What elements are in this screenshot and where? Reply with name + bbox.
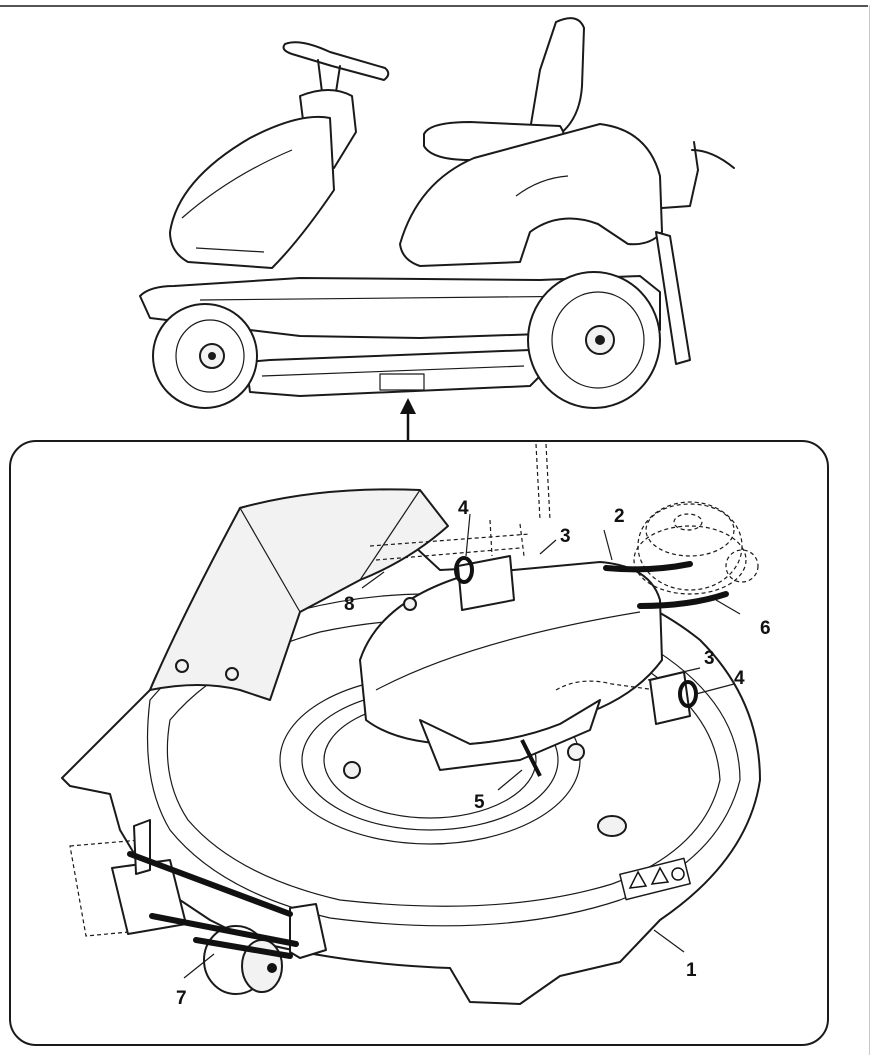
callout-8: 8	[344, 594, 355, 615]
callout-4-lower: 4	[734, 668, 745, 689]
locking-pin	[454, 556, 474, 584]
cutting-deck-detail	[61, 443, 761, 1005]
callout-4-upper: 4	[458, 498, 469, 519]
rear-control-lever	[661, 141, 735, 209]
steering-wheel	[282, 41, 390, 81]
deck-warning-labels	[619, 857, 691, 901]
clutch-pulley	[633, 501, 759, 595]
bolt	[343, 761, 361, 779]
callout-leaders	[183, 513, 741, 979]
seat-back	[529, 17, 585, 135]
front-roller-assembly	[69, 819, 327, 995]
mounted-cutting-deck	[245, 349, 541, 397]
callout-6: 6	[760, 618, 771, 639]
callout-2: 2	[614, 506, 625, 527]
hanger-link	[555, 680, 657, 691]
callout-labels: 1 2 3 3 4 4 5 6 7 8	[176, 498, 771, 1009]
right-hanger-bracket	[649, 671, 691, 725]
rear-wheel	[527, 271, 661, 409]
housing-skirt	[419, 699, 601, 771]
callout-3-upper: 3	[560, 526, 571, 547]
rear-body	[399, 123, 663, 267]
drive-belt	[603, 561, 693, 573]
callout-1: 1	[686, 960, 697, 981]
right-border-rule	[869, 5, 870, 1055]
front-wheel	[152, 303, 258, 409]
callout-7: 7	[176, 988, 187, 1009]
bolt	[567, 743, 585, 761]
discharge-chute	[149, 488, 449, 701]
linkage-rod	[369, 533, 531, 561]
deck-warning-label	[379, 373, 425, 391]
top-border-rule	[0, 5, 868, 7]
deck-plug	[597, 815, 627, 837]
rear-bracket	[655, 231, 691, 365]
warning-triangle-icon	[628, 870, 648, 889]
detail-pointer-arrow	[400, 398, 416, 440]
deck-rim	[146, 593, 741, 927]
bolt	[403, 597, 417, 611]
callout-5: 5	[474, 792, 485, 813]
ride-on-mower-illustration	[139, 17, 735, 409]
bolt	[175, 659, 189, 673]
lift-rod	[535, 443, 551, 521]
callout-3-lower: 3	[704, 648, 715, 669]
read-manual-icon	[671, 867, 685, 881]
detail-view-frame	[9, 440, 829, 1046]
belt-position-marker	[520, 739, 542, 777]
front-hood	[169, 115, 335, 269]
bolt	[225, 667, 239, 681]
roller-mounting-plate	[69, 839, 151, 937]
hand-hazard-icon	[650, 866, 670, 885]
